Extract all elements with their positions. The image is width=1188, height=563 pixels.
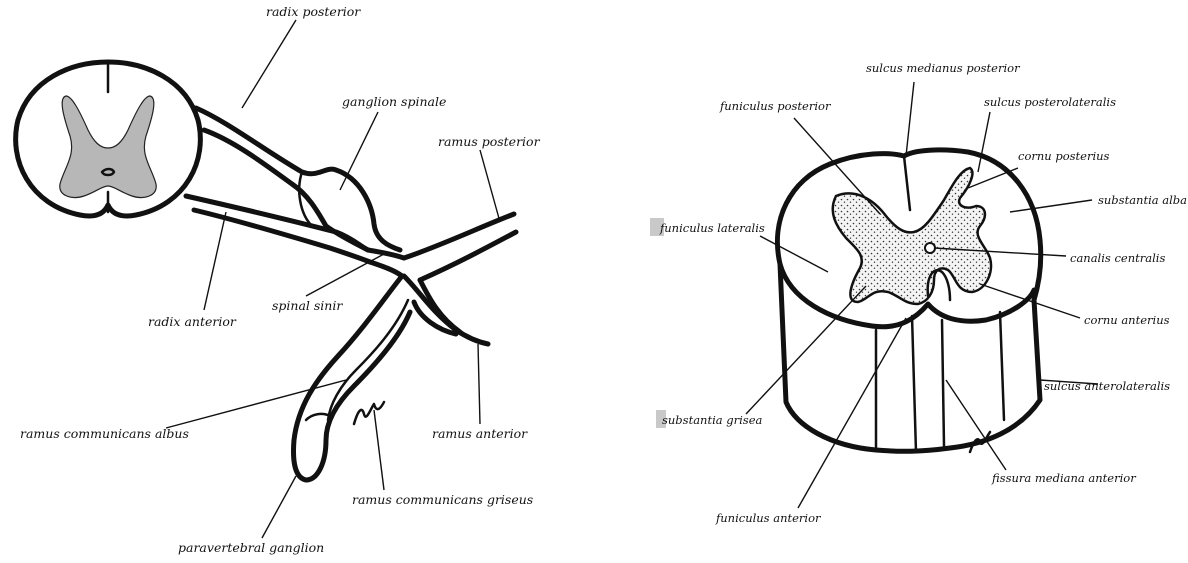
leader-ramus-posterior: [480, 150, 500, 222]
label-funiculus-posterior: funiculus posterior: [719, 99, 832, 113]
leader-sulcus-posterolateralis: [978, 112, 990, 172]
spinal-nerve-diagram: radix posterior ganglion spinale ramus p…: [16, 4, 541, 555]
label-spinal-sinir: spinal sinir: [272, 298, 343, 313]
leader-radix-anterior: [204, 212, 226, 310]
label-funiculus-anterior: funiculus anterior: [715, 511, 822, 525]
leader-ramus-communicans-albus: [166, 380, 346, 428]
radix-anterior-shape: [186, 196, 368, 250]
label-substantia-alba: substantia alba: [1098, 193, 1187, 207]
leader-substantia-grisea: [746, 286, 866, 414]
spinal-nerve-trunk-lower: [370, 262, 402, 276]
artist-signature: [354, 402, 384, 424]
label-ramus-communicans-griseus: ramus communicans griseus: [352, 492, 533, 507]
paravertebral-ganglion-inner: [306, 414, 330, 420]
radix-posterior-inner: [204, 130, 368, 250]
label-ramus-anterior: ramus anterior: [432, 426, 528, 441]
ramus-posterior-shape: [404, 214, 514, 258]
ramus-anterior-lower: [420, 280, 460, 332]
leader-ganglion-spinale: [340, 112, 378, 190]
leader-paravertebral-ganglion: [262, 476, 296, 538]
grey-matter: [60, 96, 156, 198]
label-radix-posterior: radix posterior: [266, 4, 361, 19]
label-ramus-communicans-albus: ramus communicans albus: [20, 426, 189, 441]
posterior-median-sulcus-line: [904, 156, 910, 210]
leader-funiculus-lateralis: [760, 236, 828, 272]
leader-substantia-alba: [1010, 200, 1092, 212]
label-ramus-posterior: ramus posterior: [438, 134, 541, 149]
cord-vertical-line-3: [942, 320, 944, 446]
label-fissura-mediana-anterior: fissura mediana anterior: [991, 471, 1137, 485]
leader-cornu-anterius: [980, 284, 1080, 318]
central-canal-circle: [925, 243, 935, 253]
label-canalis-centralis: canalis centralis: [1070, 251, 1165, 265]
label-funiculus-lateralis: funiculus lateralis: [659, 221, 765, 235]
cord-vertical-line-2: [912, 316, 916, 452]
leader-cornu-posterius: [968, 168, 1018, 188]
leader-ramus-anterior: [478, 344, 480, 424]
leader-funiculus-anterior: [798, 318, 906, 508]
leader-ramus-communicans-griseus: [374, 410, 384, 490]
leader-sulcus-medianus-posterior: [906, 82, 914, 156]
leader-radix-posterior: [242, 20, 296, 108]
label-paravertebral-ganglion: paravertebral ganglion: [178, 540, 324, 555]
label-sulcus-posterolateralis: sulcus posterolateralis: [984, 95, 1116, 109]
label-substantia-grisea: substantia grisea: [662, 413, 763, 427]
ramus-posterior-lower: [420, 232, 516, 280]
label-sulcus-medianus-posterior: sulcus medianus posterior: [866, 61, 1021, 75]
cord-vertical-line-4: [1000, 312, 1004, 420]
label-sulcus-anterolateralis: sulcus anterolateralis: [1044, 379, 1170, 393]
leader-fissura-mediana-anterior: [946, 380, 1006, 470]
label-ganglion-spinale: ganglion spinale: [342, 94, 446, 109]
leader-spinal-sinir: [306, 254, 384, 296]
label-cornu-posterius: cornu posterius: [1018, 149, 1110, 163]
spinal-cord-segment-diagram: sulcus medianus posterior funiculus post…: [650, 61, 1187, 525]
label-cornu-anterius: cornu anterius: [1084, 313, 1170, 327]
label-radix-anterior: radix anterior: [148, 314, 237, 329]
